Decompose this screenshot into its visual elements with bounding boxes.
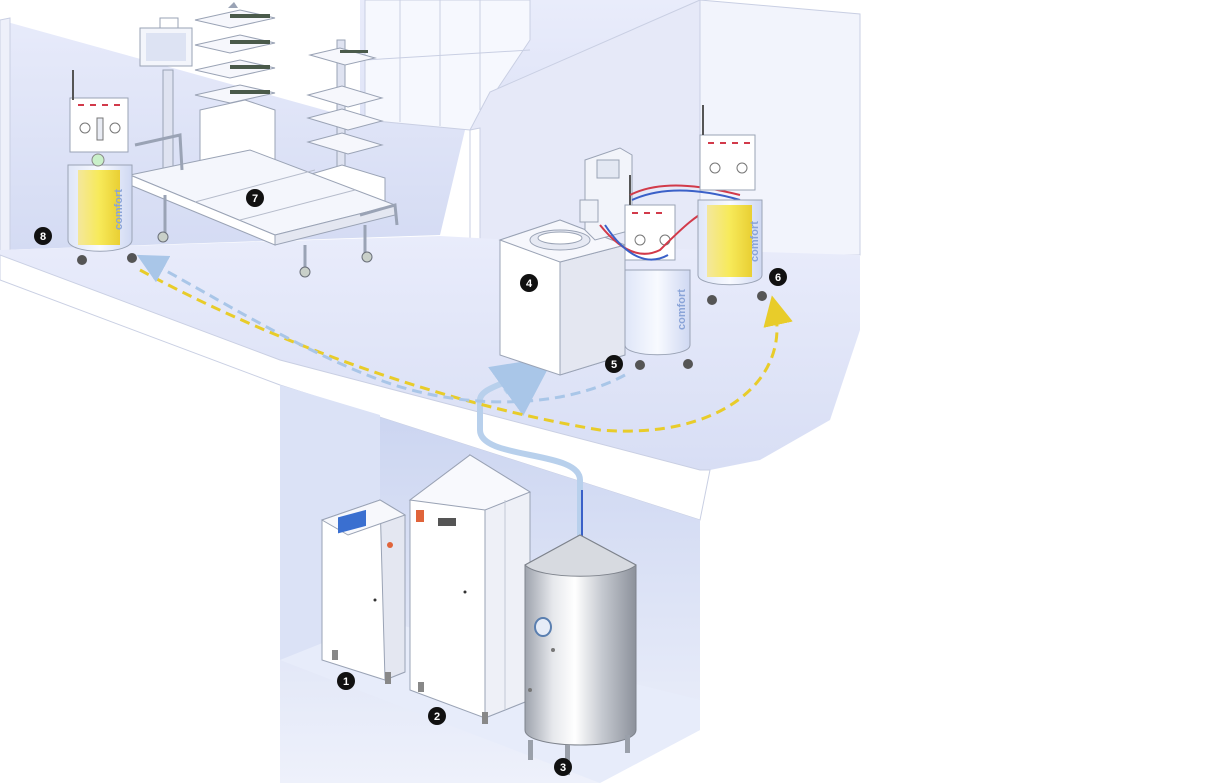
badge-3: 3: [554, 758, 572, 776]
flow-lines: [136, 254, 793, 548]
unit-6-brand-text: comfort: [749, 221, 761, 262]
unit-4-water-station: [498, 147, 633, 376]
badge-5: 5: [605, 355, 623, 373]
unit-5-dialysis-machine: comfort: [599, 175, 741, 370]
ceiling-pendant-monitor: [139, 17, 193, 191]
unit-7-treatment-bed: [128, 133, 399, 278]
badge-1-text: 1: [343, 676, 349, 688]
badge-7-text: 7: [252, 193, 258, 205]
yellow-flow-path: [139, 268, 793, 433]
unit-1-softener-cabinet: [320, 499, 407, 684]
badge-8-text: 8: [40, 231, 46, 243]
badge-2-text: 2: [434, 711, 440, 723]
badge-7: 7: [246, 189, 264, 207]
badge-6: 6: [769, 268, 787, 286]
supply-line-blue: [604, 224, 669, 261]
unit-6-dialysis-machine: comfort: [697, 105, 767, 305]
number-badges: 1 2 3 4 5 6 7 8: [34, 189, 787, 776]
unit-5-brand-text: comfort: [676, 289, 688, 330]
badge-5-text: 5: [611, 359, 617, 371]
badge-4-text: 4: [526, 278, 533, 290]
badge-8: 8: [34, 227, 52, 245]
badge-6-text: 6: [775, 272, 781, 284]
arrow-to-unit-4: [488, 356, 555, 416]
badge-1: 1: [337, 672, 355, 690]
blue-flow-path: [136, 254, 626, 404]
badge-3-text: 3: [560, 762, 566, 774]
badge-2: 2: [428, 707, 446, 725]
unit-8-dialysis-machine: comfort: [67, 70, 137, 265]
unit-8-brand-text: comfort: [113, 189, 125, 230]
unit-2-reverse-osmosis-cabinet: [408, 453, 532, 724]
badge-4: 4: [520, 274, 538, 292]
unit-3-storage-tank: [524, 534, 637, 775]
